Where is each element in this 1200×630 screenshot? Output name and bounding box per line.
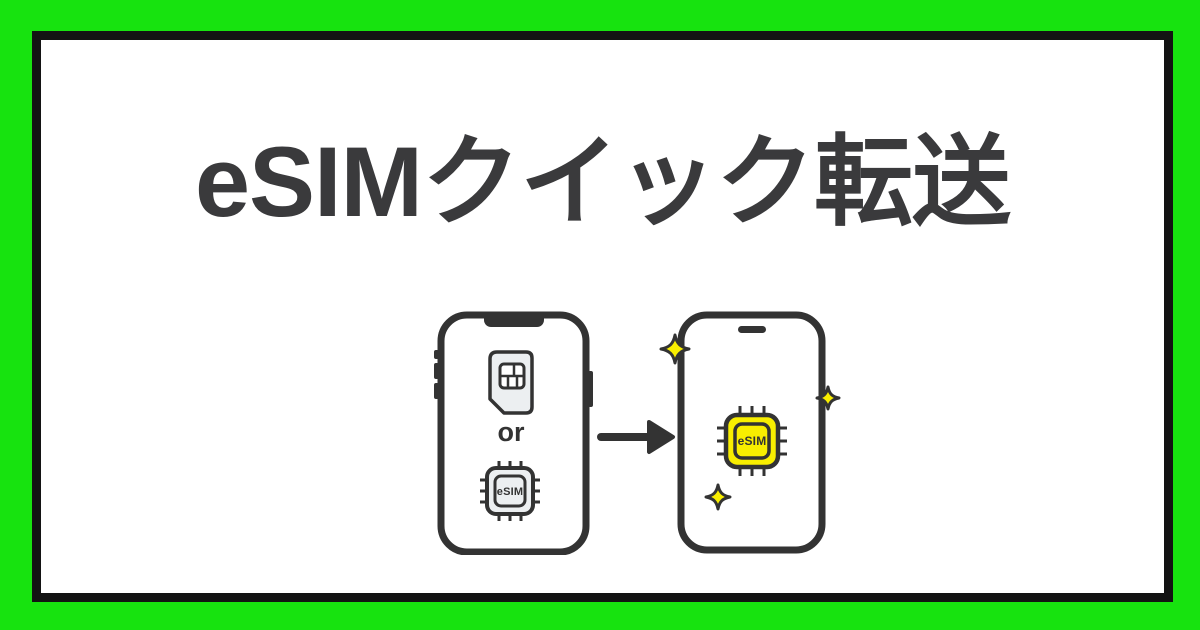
sparkle-icon (661, 335, 689, 363)
or-label: or (498, 417, 525, 447)
notch-icon (484, 313, 544, 327)
old-phone: or eSIM (434, 311, 593, 555)
new-phone: eSIM (661, 311, 839, 554)
page-title: eSIMクイック転送 (194, 126, 1011, 237)
banner-card: eSIMクイック転送 (32, 31, 1173, 602)
sparkle-icon (706, 485, 730, 509)
esim-chip-icon-active: eSIM (717, 406, 787, 476)
arrow-right-icon (597, 420, 675, 454)
esim-transfer-illustration: or eSIM (434, 311, 851, 555)
speaker-icon (738, 326, 766, 333)
chip-label: eSIM (497, 486, 523, 498)
esim-chip-icon: eSIM (480, 461, 540, 521)
chip-label: eSIM (738, 434, 767, 448)
sim-card-icon (488, 350, 534, 415)
sparkle-icon (817, 387, 839, 409)
